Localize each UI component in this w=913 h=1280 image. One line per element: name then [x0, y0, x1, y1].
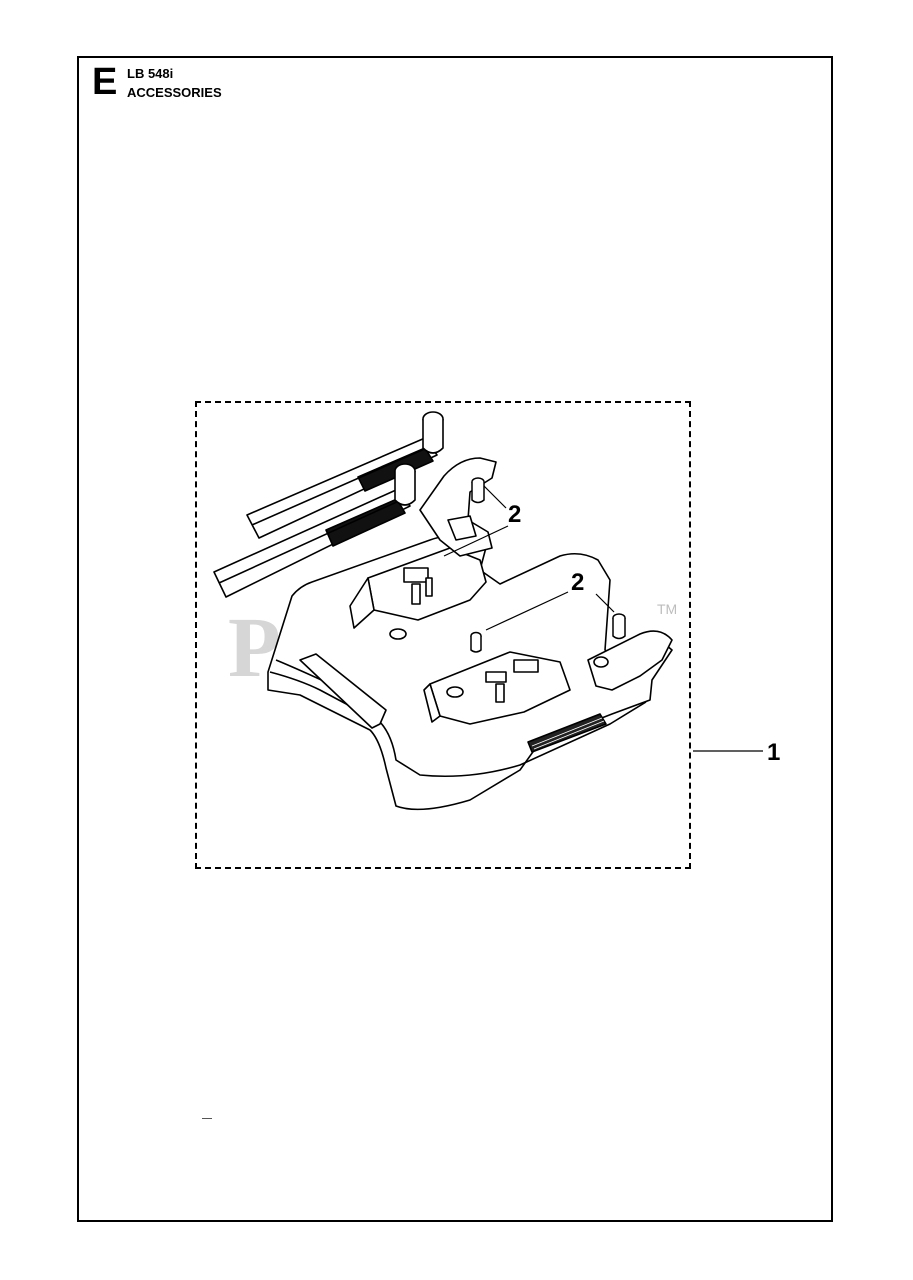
front-bracket — [587, 630, 673, 691]
stray-mark — [202, 1118, 212, 1119]
callout-kit: 1 — [767, 739, 780, 766]
callout-screw-left: 2 — [508, 501, 521, 528]
watermark-trademark: TM — [657, 601, 677, 617]
screw-left — [471, 477, 485, 504]
kit-boundary-box — [195, 401, 691, 869]
callout-screw-right: 2 — [571, 569, 584, 596]
page-title: ACCESSORIES — [127, 85, 222, 100]
model-name: LB 548i — [127, 66, 174, 81]
leader-lines — [443, 485, 763, 752]
leader-screw-left — [483, 485, 507, 509]
strap-lower — [213, 463, 416, 598]
screw-right — [612, 613, 626, 640]
strap-upper — [246, 411, 444, 539]
leader-screw-right — [595, 593, 615, 613]
screw-center — [470, 631, 482, 653]
harness-plate — [267, 536, 673, 811]
section-letter: E — [92, 61, 118, 103]
leader-screw-center — [485, 591, 569, 631]
page-frame — [77, 56, 833, 1222]
leader-screw-left-2 — [443, 525, 509, 557]
